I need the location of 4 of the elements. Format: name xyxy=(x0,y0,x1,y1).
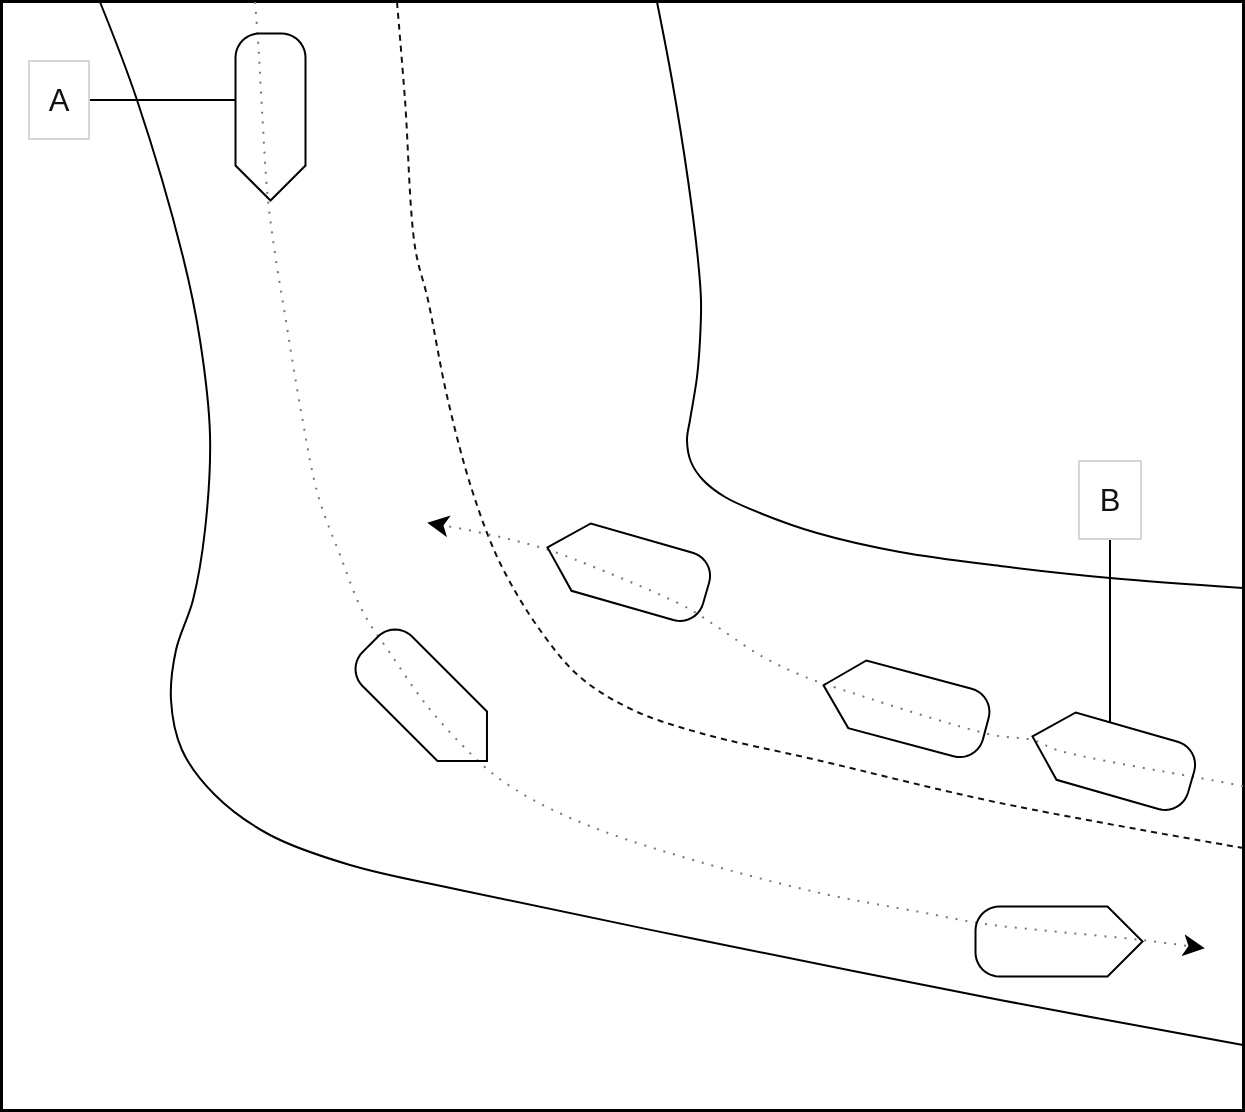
callout-label: A xyxy=(28,60,90,140)
callout-label: B xyxy=(1078,460,1142,540)
leader-line xyxy=(1109,539,1111,723)
leader-line xyxy=(89,99,236,101)
